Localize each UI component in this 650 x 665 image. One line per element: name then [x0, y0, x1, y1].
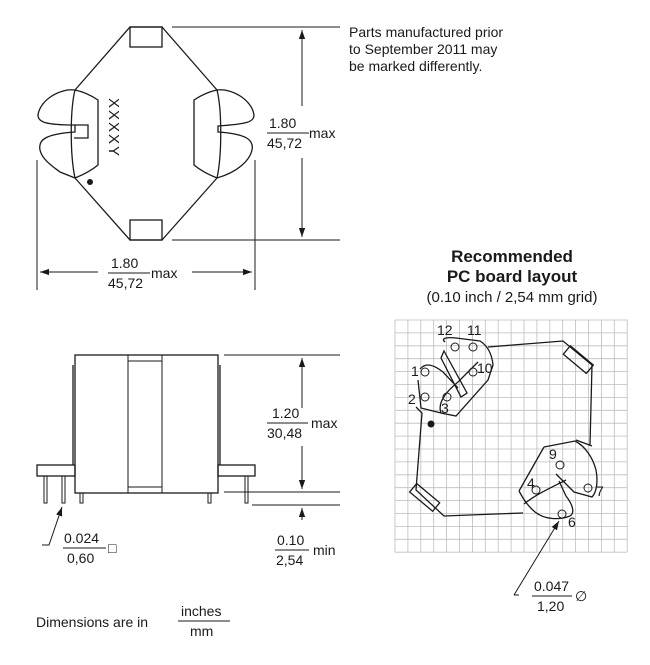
pcb-grid — [394, 319, 628, 553]
pin-label: 12 — [437, 322, 453, 338]
dim-mm: 2,54 — [276, 552, 303, 568]
body-outline — [74, 26, 218, 241]
dim-inches: 0.10 — [277, 532, 304, 548]
pin-label: 10 — [477, 360, 493, 376]
dim-mm: 45,72 — [267, 135, 302, 151]
pin-hole — [442, 392, 452, 402]
note-line: Parts manufactured prior — [349, 24, 503, 40]
top-view: XXXXY 1.80 45,72 max 1.80 45,72 max — [36, 26, 340, 291]
note-line: be marked differently. — [349, 58, 482, 74]
hole-dimension: 0.047 1,20 ∅ — [532, 578, 587, 614]
pin-hole — [583, 483, 593, 493]
pin-dimension: 0.024 0,60 □ — [63, 530, 117, 566]
pin-hole — [555, 460, 565, 470]
dim-inches: 1.80 — [269, 115, 296, 131]
dim-suffix: max — [311, 415, 337, 431]
units-label: Dimensions are in — [36, 614, 148, 630]
diameter-symbol: ∅ — [575, 588, 587, 604]
pin-hole — [420, 367, 430, 377]
dim-mm: 30,48 — [267, 425, 302, 441]
dim-mm: 45,72 — [108, 275, 143, 291]
pin-hole — [450, 342, 460, 352]
units-num: inches — [181, 603, 221, 619]
square-symbol: □ — [108, 540, 117, 556]
dim-inches: 0.024 — [64, 530, 99, 546]
units-den: mm — [190, 623, 213, 639]
bottom-pad — [129, 219, 163, 241]
pin-hole — [531, 485, 541, 495]
keepout-pad — [562, 344, 595, 375]
note-line: to September 2011 may — [349, 41, 497, 57]
pcb-title: PC board layout — [447, 267, 578, 286]
keepout-pad — [408, 482, 441, 513]
dim-mm: 1,20 — [537, 598, 564, 614]
footprint-outline — [415, 340, 593, 517]
side-view: 1.20 30,48 max 0.10 2,54 min 0.024 0,60 … — [36, 354, 340, 568]
pcb-title: Recommended — [451, 247, 573, 266]
pad-group-br — [518, 440, 598, 520]
width-dimension: 1.80 45,72 max — [108, 255, 177, 291]
right-flange — [217, 464, 256, 477]
left-flange — [36, 464, 76, 477]
pin-label: 6 — [568, 514, 576, 530]
dim-mm: 0,60 — [67, 550, 94, 566]
marking-note: Parts manufactured prior to September 20… — [349, 24, 503, 74]
pin-label: 7 — [596, 483, 604, 499]
height-dimension: 1.80 45,72 max — [267, 115, 335, 151]
right-clip — [193, 89, 255, 179]
pcb-layout: Recommended PC board layout (0.10 inch /… — [394, 247, 628, 614]
pin-label: 4 — [527, 475, 535, 491]
units-note: Dimensions are in inches mm — [36, 603, 230, 639]
pin-hole — [468, 342, 478, 352]
pad-group-tl — [417, 336, 494, 417]
left-clip — [37, 89, 99, 179]
dim-suffix: max — [151, 265, 177, 281]
dim-inches: 1.20 — [272, 405, 299, 421]
pcb-subtitle: (0.10 inch / 2,54 mm grid) — [427, 289, 598, 306]
pins — [43, 475, 249, 504]
pin-label: 1 — [411, 363, 419, 379]
pin-label: 2 — [408, 391, 416, 407]
pin-label: 3 — [441, 400, 449, 416]
pin-hole — [420, 392, 430, 402]
pin-hole — [468, 367, 478, 377]
dim-inches: 1.80 — [111, 255, 138, 271]
pin-hole — [557, 509, 567, 519]
top-pad — [129, 26, 163, 48]
pin-label: 9 — [549, 446, 557, 462]
dim-suffix: max — [309, 125, 335, 141]
dim-inches: 0.047 — [534, 578, 569, 594]
height-dimension: 1.20 30,48 max — [267, 405, 337, 441]
pin-labels: 12 11 1 2 3 10 9 4 7 6 — [408, 322, 604, 530]
dim-suffix: min — [313, 542, 336, 558]
core-body — [74, 354, 219, 494]
pin1-dot — [427, 420, 435, 428]
pin1-dot — [87, 179, 93, 185]
pin-label: 11 — [467, 322, 482, 338]
part-marking: XXXXY — [105, 98, 122, 158]
standoff-dimension: 0.10 2,54 min — [275, 532, 336, 568]
